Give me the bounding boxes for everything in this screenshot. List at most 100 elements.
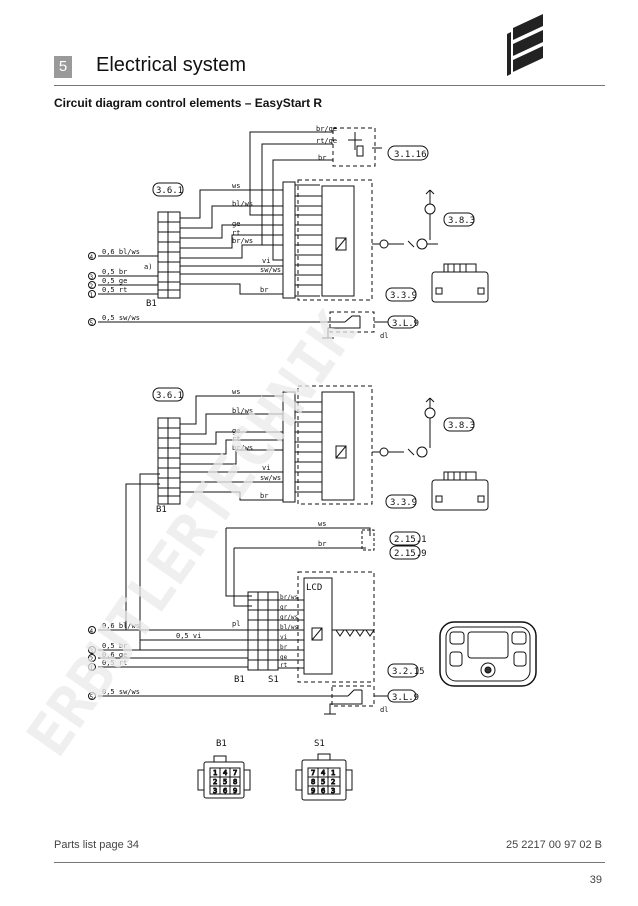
wire-label: br: [260, 286, 268, 294]
lcd-label: LCD: [306, 583, 322, 593]
ref-3-6-1-top: 3.6.1: [156, 186, 183, 196]
led-symbols: [332, 629, 375, 637]
sub-label: a): [144, 263, 152, 271]
b1-label-top: B1: [146, 299, 157, 309]
fuse-block-icon-bottom: [431, 471, 489, 511]
pin-number: 5: [321, 778, 325, 786]
b1-top-cells: [158, 221, 180, 291]
harness-label: 0,5 sw/ws: [102, 688, 140, 696]
pin-number: 4: [223, 769, 227, 777]
pin-number: 6: [321, 787, 325, 795]
wire-label: rt: [232, 435, 240, 443]
harness-label: 0,6 ge: [102, 651, 127, 659]
harness-marker: 5: [90, 694, 94, 701]
b1-label-bottom: B1: [156, 505, 167, 515]
top-pin-lines: [295, 195, 322, 286]
page-number: 39: [589, 874, 602, 886]
harness-marker: 3: [90, 648, 94, 655]
ref-3-1-16: 3.1.16: [394, 150, 427, 160]
wire-label: sw/ws: [260, 266, 281, 274]
harness-label: 0,5 br: [102, 642, 127, 650]
pin-number: 1: [213, 769, 217, 777]
harness-marker: 5: [90, 320, 94, 327]
pin-number: 2: [213, 778, 217, 786]
wire-label: ge: [280, 654, 288, 661]
wire-label: vi: [262, 257, 270, 265]
wire-label: sw/ws: [260, 474, 281, 482]
harness-marker: 4: [90, 628, 94, 635]
pin-number: 7: [311, 769, 315, 777]
wire-label: br/ge: [316, 125, 337, 133]
wire-label: ws: [318, 520, 326, 528]
wire-label: br: [318, 154, 326, 162]
section-title: Electrical system: [96, 54, 247, 76]
wire-label: rt: [232, 229, 240, 237]
ref-3-3-9-top: 3.3.9: [390, 291, 417, 301]
wire-label: bl/ws: [232, 407, 253, 415]
wire-label: bl/ws: [280, 624, 298, 631]
pin-number: 2: [331, 778, 335, 786]
harness-label: 0,5 ge: [102, 277, 127, 285]
wire-label: ws: [232, 388, 240, 396]
pin-number: 3: [213, 787, 217, 795]
control-panel-icon: [439, 621, 537, 687]
dl-label: dl: [380, 332, 388, 340]
s1-view-label: S1: [314, 739, 325, 749]
pin-number: 5: [223, 778, 227, 786]
pin-number: 3: [331, 787, 335, 795]
footer-parts-list: Parts list page 34: [54, 839, 139, 851]
pin-number: 7: [233, 769, 237, 777]
section-number: 5: [54, 56, 72, 78]
wire-label: br: [280, 644, 288, 651]
harness-marker: 2: [90, 283, 94, 290]
bottom-pin-lines: [295, 401, 322, 493]
wire-label: ge: [232, 427, 240, 435]
wire-label: vi: [262, 464, 270, 472]
wire-label: rt: [280, 662, 288, 669]
wire-label: ge: [232, 220, 240, 228]
page-subtitle: Circuit diagram control elements – EasyS…: [54, 96, 323, 110]
b1-connector-view: [197, 755, 251, 799]
harness-label: 0,5 rt: [102, 286, 127, 294]
wire-label: br/ws: [232, 237, 253, 245]
footer-doc-number: 25 2217 00 97 02 B: [505, 839, 602, 851]
pin-number: 9: [311, 787, 315, 795]
pin-number: 1: [331, 769, 335, 777]
harness-label: 0,5 br: [102, 268, 127, 276]
harness-marker: 2: [90, 656, 94, 663]
wire-label: rt/ge: [316, 137, 337, 145]
pl-label: pl: [232, 620, 240, 628]
ref-3-L-9-top: 3.L.9: [392, 319, 419, 329]
footer-rule: [54, 862, 605, 863]
fuse-block-icon: [431, 263, 489, 303]
pin-number: 8: [233, 778, 237, 786]
wire-label: br: [318, 540, 326, 548]
wire-label: ws: [232, 182, 240, 190]
harness-marker: 4: [90, 254, 94, 261]
harness-marker: 3: [90, 274, 94, 281]
ref-2-15-1: 2.15.1: [394, 535, 427, 545]
wire-label: br: [260, 492, 268, 500]
harness-label: 0,5 rt: [102, 659, 127, 667]
harness-label: 0,6 bl/ws: [102, 248, 140, 256]
ref-3-L-9-bottom: 3.L.9: [392, 693, 419, 703]
harness-marker: 1: [90, 665, 94, 672]
b1-label-s: B1: [234, 675, 245, 685]
b1-view-label: B1: [216, 739, 227, 749]
s1-connector-view: [295, 753, 353, 801]
ref-3-8-3-bottom: 3.8.3: [448, 421, 475, 431]
wire-label: gr/ws: [280, 614, 298, 621]
harness-marker: 1: [90, 292, 94, 299]
header-rule: [54, 85, 605, 86]
wire-label: br/ws: [232, 444, 253, 452]
wire-label: gr: [280, 604, 288, 611]
pin-number: 8: [311, 778, 315, 786]
pin-number: 4: [321, 769, 325, 777]
pin-number: 6: [223, 787, 227, 795]
pin-number: 9: [233, 787, 237, 795]
harness-label: 0,6 bl/ws: [102, 622, 140, 630]
harness-label: 0,5 vi: [176, 632, 201, 640]
eberspaecher-logo: [507, 14, 543, 76]
